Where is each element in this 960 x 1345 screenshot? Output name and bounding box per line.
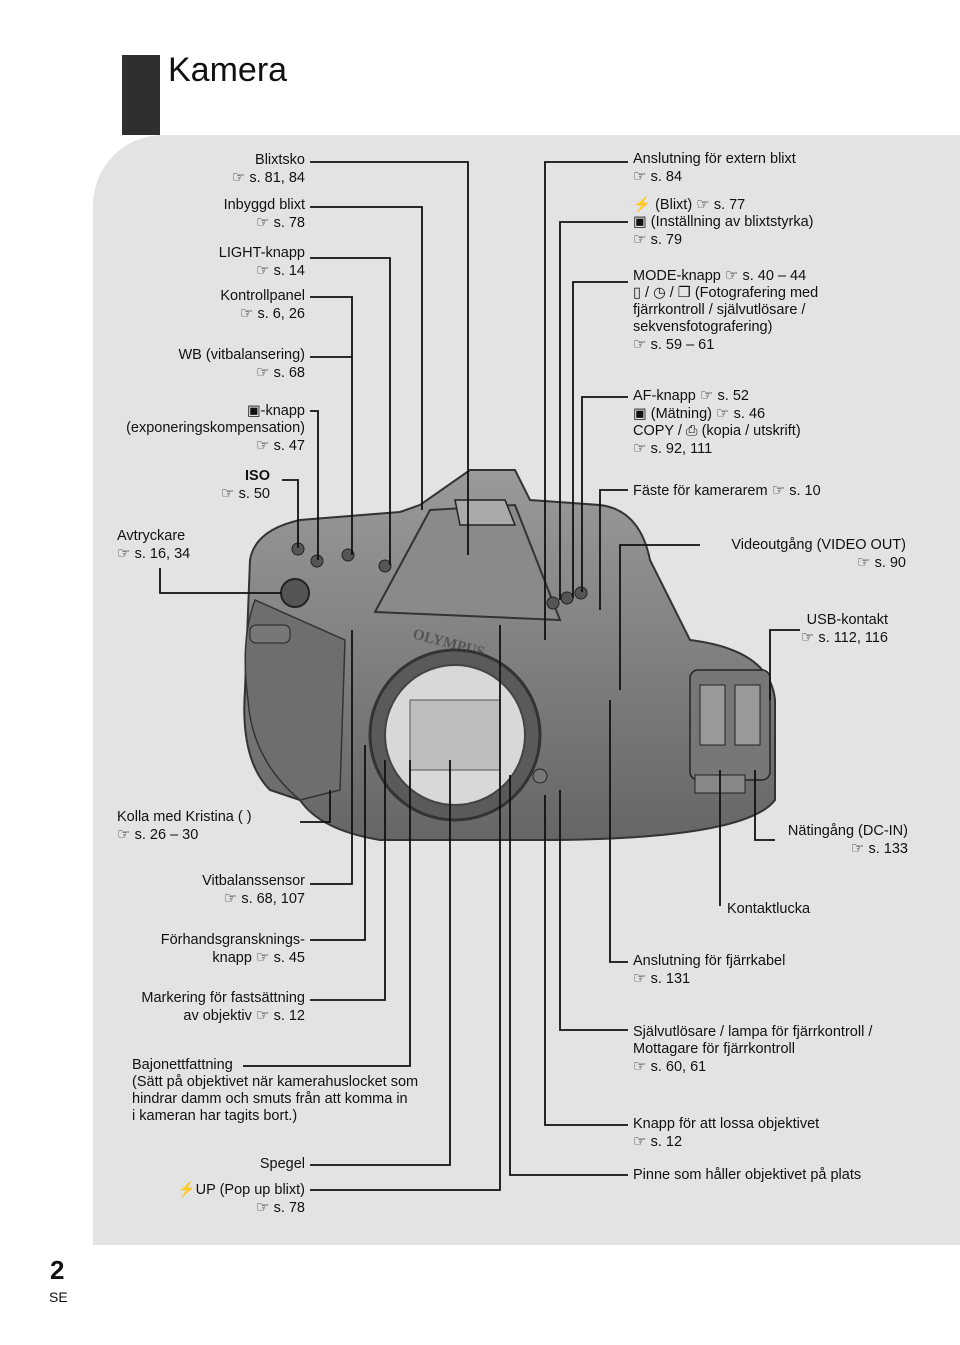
drive-mode-icons: ▯ / ◷ / ❐	[633, 285, 691, 301]
label-blixt: ⚡ (Blixt) s. 77 ▣ (Inställning av blixts…	[633, 196, 814, 249]
label-lossa-objektivet: Knapp för att lossa objektivet s. 12	[633, 1116, 819, 1151]
label-pinne: Pinne som håller objektivet på plats	[633, 1167, 862, 1183]
page-number: 2	[50, 1255, 65, 1285]
flash-icon: ⚡	[633, 197, 652, 213]
label-exponeringskompensation: ▣-knapp (exponeringskompensation) s. 47	[126, 403, 305, 455]
metering-icon: ▣	[633, 406, 647, 422]
label-spegel: Spegel	[259, 1156, 305, 1172]
label-markering-objektiv: Markering för fastsättning av objektiv s…	[141, 990, 305, 1025]
label-vitbalanssensor: Vitbalanssensor s. 68, 107	[202, 873, 305, 908]
label-light-knapp: LIGHT-knapp s. 14	[219, 245, 305, 280]
label-bajonettfattning: Bajonettfattning (Sätt på objektivet när…	[132, 1057, 419, 1124]
label-iso: ISO s. 50	[221, 468, 270, 503]
label-inbyggd-blixt: Inbyggd blixt s. 78	[224, 197, 305, 232]
page-title: Kamera	[168, 51, 288, 89]
label-kontrollpanel: Kontrollpanel s. 6, 26	[220, 288, 305, 323]
label-kamerarem: Fäste för kamerarem s. 10	[633, 482, 821, 500]
label-sjalvutlosare: Självutlösare / lampa för fjärrkontroll …	[633, 1024, 872, 1076]
label-avtryckare: Avtryckare s. 16, 34	[117, 528, 190, 563]
label-mode-knapp: MODE-knapp s. 40 – 44 ▯ / ◷ / ❐ (Fotogra…	[633, 267, 818, 354]
page-language: SE	[49, 1289, 68, 1305]
hot-shoe	[454, 499, 517, 526]
label-wb: WB (vitbalansering) s. 68	[178, 347, 305, 382]
camera-grip	[244, 598, 346, 801]
flash-intensity-icon: ▣	[633, 214, 647, 230]
label-forhandsgranskning: Förhandsgransknings- knapp s. 45	[161, 932, 305, 967]
label-videoutgang: Videoutgång (VIDEO OUT) s. 90	[731, 537, 906, 572]
label-natingang: Nätingång (DC-IN) s. 133	[788, 823, 908, 858]
label-af-knapp: AF-knapp s. 52 ▣ (Mätning) s. 46 COPY / …	[633, 387, 801, 458]
shutter-button	[280, 578, 310, 608]
label-fjarrkabel: Anslutning för fjärrkabel s. 131	[633, 953, 785, 988]
prism-housing	[373, 503, 562, 622]
label-usb-kontakt: USB-kontakt s. 112, 116	[801, 612, 888, 647]
label-extern-blixt: Anslutning för extern blixt s. 84	[633, 151, 796, 186]
label-kontaktlucka: Kontaktlucka	[727, 901, 811, 917]
print-icon: ⎙	[685, 423, 698, 439]
control-dial	[249, 624, 291, 644]
label-kolla-med-kristina: Kolla med Kristina ( ) s. 26 – 30	[117, 809, 252, 844]
exposure-comp-icon: ▣	[246, 403, 261, 419]
label-blixtsko: Blixtsko s. 81, 84	[232, 152, 305, 187]
mirror	[409, 699, 501, 771]
title-bar	[122, 55, 160, 135]
flash-icon: ⚡	[177, 1182, 196, 1198]
label-pop-up-blixt: ⚡UP (Pop up blixt) s. 78	[178, 1182, 305, 1217]
